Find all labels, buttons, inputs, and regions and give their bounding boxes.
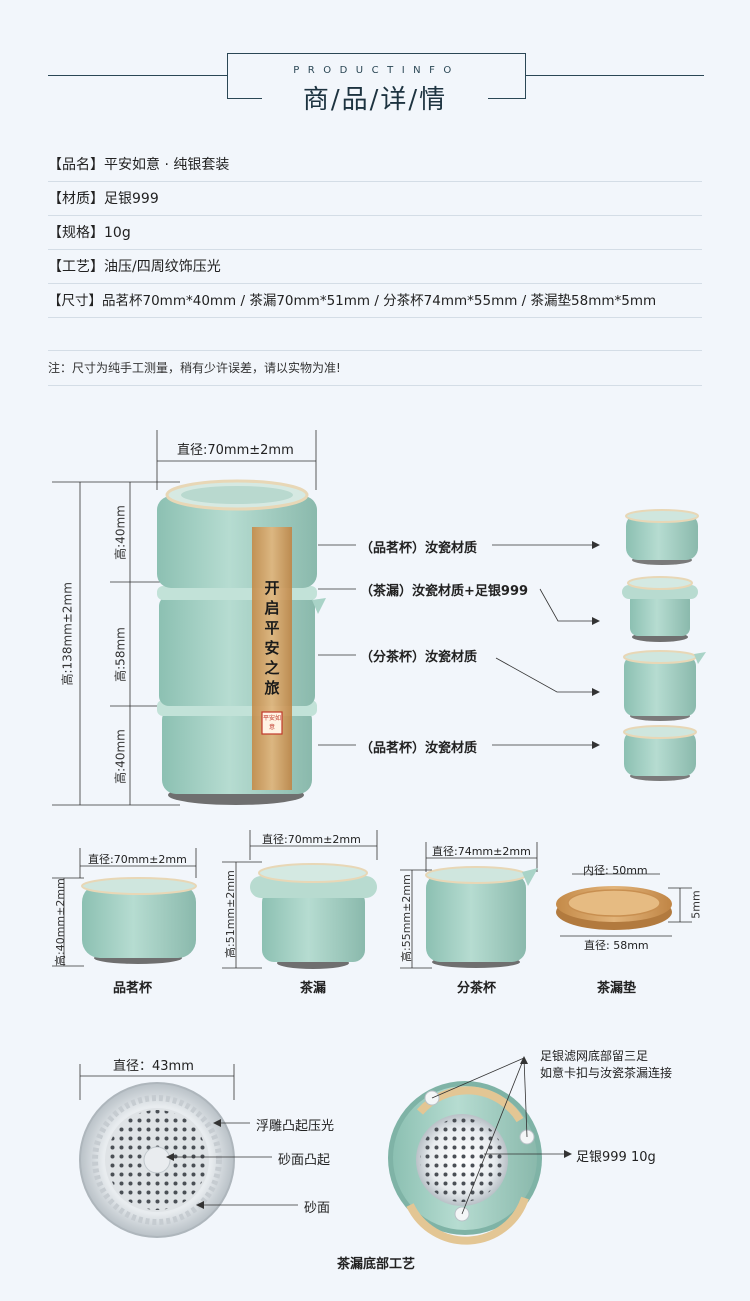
arrow-icon — [166, 1153, 174, 1161]
arrow-icon — [592, 741, 600, 749]
arrow-icon — [564, 1150, 572, 1158]
header-line-left — [48, 75, 228, 76]
arrow-icon — [213, 1119, 221, 1127]
arrow-icon — [592, 541, 600, 549]
part-coaster-outer: 直径: 58mm — [584, 939, 649, 952]
spec-label: 【规格】 — [48, 225, 104, 241]
spec-label: 【工艺】 — [48, 259, 104, 275]
part-pitcher-image — [425, 866, 538, 968]
part-coaster-height: 5mm — [689, 890, 703, 919]
callout-line-pitcher-right — [495, 657, 598, 693]
strainer-label-silver: 足银999 10g — [576, 1150, 656, 1165]
silver-filter-image — [79, 1082, 235, 1238]
strainer-label-feet: 足银滤网底部留三足 — [540, 1049, 649, 1063]
header-line-right — [524, 75, 704, 76]
piece-cup-bottom — [623, 725, 697, 781]
part-coaster-name: 茶漏垫 — [597, 981, 637, 996]
spec-row-name: 【品名】平安如意 · 纯银套装 — [48, 149, 702, 182]
part-strainer-height: 高:51mm±2mm — [224, 870, 237, 958]
part-pitcher-name: 分茶杯 — [457, 981, 497, 996]
callout-strainer: （茶漏）汝瓷材质+足银999 — [360, 584, 529, 599]
part-cup-name: 品茗杯 — [113, 981, 153, 996]
spec-row-weight: 【规格】10g — [48, 217, 702, 250]
spec-value: 10g — [104, 225, 131, 241]
callout-cup-top: （品茗杯）汝瓷材质 — [360, 541, 478, 556]
measurement-note: 注：尺寸为纯手工测量，稍有少许误差，请以实物为准! — [48, 350, 702, 386]
arrow-icon — [592, 617, 600, 625]
spec-value: 平安如意 · 纯银套装 — [104, 157, 230, 173]
strainer-label-connect: 如意卡扣与汝瓷茶漏连接 — [540, 1066, 673, 1080]
stack-top-height-label: 高:40mm — [113, 505, 128, 560]
arrow-icon — [196, 1201, 204, 1209]
stacked-tea-set — [157, 479, 326, 805]
stack-bot-height-label: 高:40mm — [113, 729, 128, 784]
arrow-icon — [592, 688, 600, 696]
filter-label-sand: 砂面 — [304, 1201, 331, 1216]
part-cup-image — [81, 877, 197, 964]
set-label-text: 开 启 平 安 之 旅 — [264, 579, 280, 697]
callout-cup-bottom: （品茗杯）汝瓷材质 — [360, 741, 478, 756]
piece-cup-top — [625, 509, 699, 565]
callout-line-strainer-right — [539, 588, 598, 622]
arrow-icon — [520, 1056, 528, 1064]
seal-stamp: 平安如意 — [263, 715, 282, 731]
part-pitcher-height: 高:55mm±2mm — [400, 874, 413, 962]
spec-row-material: 【材质】足银999 — [48, 183, 702, 216]
spec-value: 油压/四周纹饰压光 — [104, 259, 221, 275]
callout-pitcher: （分茶杯）汝瓷材质 — [360, 650, 478, 665]
stack-diameter-label: 直径:70mm±2mm — [177, 443, 294, 458]
part-cup-height: 高:40mm±2mm — [54, 878, 67, 966]
stack-total-height-label: 高:138mm±2mm — [60, 582, 75, 686]
stack-mid-height-label: 高:58mm — [113, 627, 128, 682]
bottom-caption: 茶漏底部工艺 — [337, 1257, 416, 1272]
part-strainer-image — [250, 863, 377, 969]
part-cup-diameter: 直径:70mm±2mm — [88, 853, 187, 866]
spec-label: 【材质】 — [48, 191, 104, 207]
spec-row-size: 【尺寸】品茗杯70mm*40mm / 茶漏70mm*51mm / 分茶杯74mm… — [48, 285, 702, 318]
part-coaster-inner: 内径: 50mm — [583, 864, 648, 877]
part-strainer-diameter: 直径:70mm±2mm — [262, 833, 361, 846]
piece-strainer — [622, 576, 698, 642]
filter-diameter-label: 直径：43mm — [113, 1059, 194, 1074]
page-title: 商/品/详/情 — [262, 83, 488, 117]
part-pitcher-diameter: 直径:74mm±2mm — [432, 845, 531, 858]
spec-label: 【品名】 — [48, 157, 104, 173]
header-english: PRODUCTINFO — [293, 65, 460, 76]
part-coaster-image — [556, 886, 672, 930]
spec-row-craft: 【工艺】油压/四周纹饰压光 — [48, 251, 702, 284]
spec-value: 品茗杯70mm*40mm / 茶漏70mm*51mm / 分茶杯74mm*55m… — [102, 293, 657, 309]
filter-label-emboss: 浮雕凸起压光 — [256, 1119, 335, 1134]
spec-label: 【尺寸】 — [48, 293, 102, 309]
piece-pitcher — [623, 650, 706, 721]
spec-value: 足银999 — [104, 191, 159, 207]
part-strainer-name: 茶漏 — [300, 981, 327, 996]
strainer-bottom-image — [388, 1081, 542, 1245]
filter-label-sand-raised: 砂面凸起 — [278, 1153, 331, 1168]
